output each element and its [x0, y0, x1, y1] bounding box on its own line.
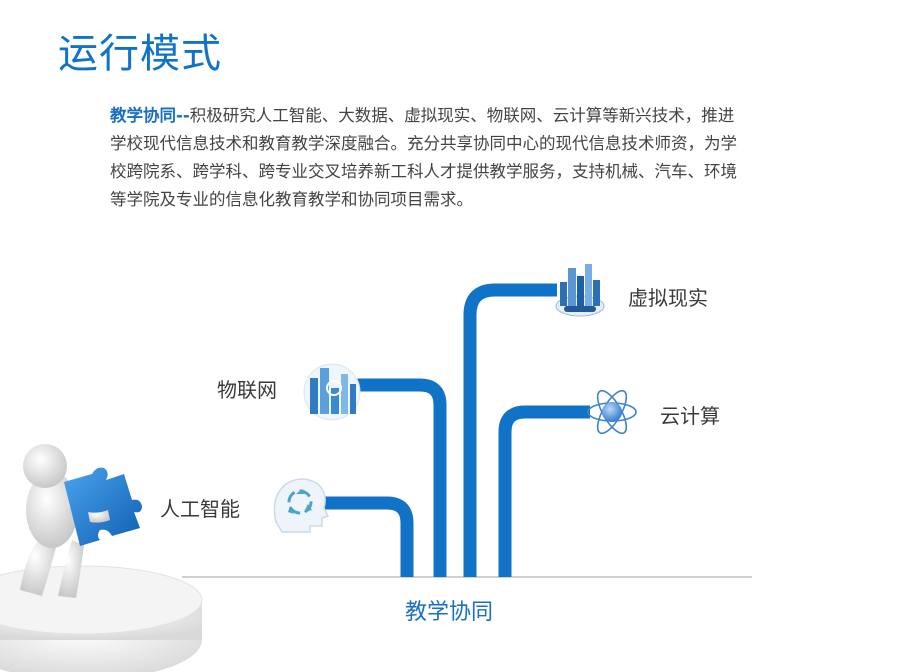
intro-paragraph: 教学协同--积极研究人工智能、大数据、虚拟现实、物联网、云计算等新兴技术，推进学…	[110, 102, 750, 214]
branch-line-cloud	[498, 405, 590, 577]
ai-brain-icon	[273, 478, 330, 533]
branch-label-cloud: 云计算	[660, 404, 720, 428]
business-city-icon	[555, 264, 605, 317]
branch-label-ai: 人工智能	[160, 497, 240, 521]
figure-with-puzzle-illustration	[0, 444, 203, 672]
branch-label-vr: 虚拟现实	[628, 286, 708, 310]
diagram-root-label: 教学协同	[405, 600, 494, 625]
intro-lead: 教学协同--	[110, 106, 190, 125]
puzzle-piece-icon	[64, 467, 142, 546]
branch-line-ai	[320, 496, 414, 577]
branch-line-vr	[463, 283, 557, 577]
page-title: 运行模式	[58, 31, 222, 77]
branch-label-iot: 物联网	[217, 378, 277, 402]
intro-body: 积极研究人工智能、大数据、虚拟现实、物联网、云计算等新兴技术，推进学校现代信息技…	[110, 106, 737, 209]
branch-line-iot	[355, 378, 447, 577]
city-globe-icon	[303, 363, 361, 421]
atom-icon	[587, 389, 637, 435]
